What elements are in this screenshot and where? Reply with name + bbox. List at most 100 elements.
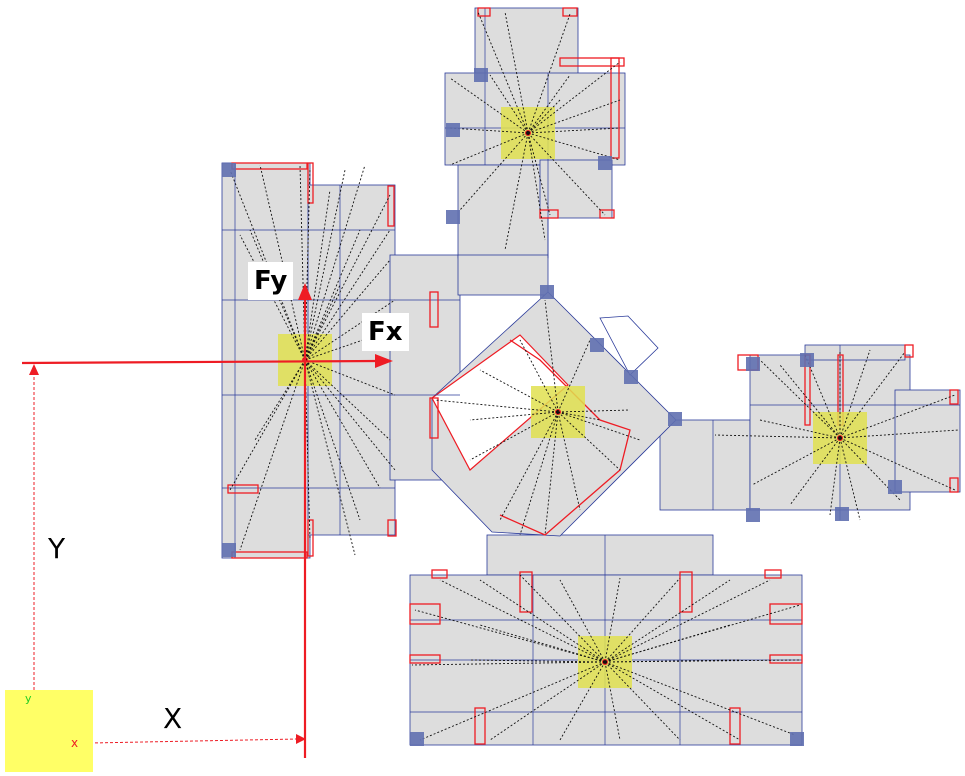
dashed-link <box>434 399 559 413</box>
dashed-link <box>304 284 341 361</box>
dashed-link <box>469 411 559 461</box>
wall-segment <box>769 654 803 664</box>
dashed-link <box>759 359 841 439</box>
support-block <box>410 732 424 746</box>
slab-areas <box>221 7 961 746</box>
dashed-link <box>469 659 606 663</box>
dashed-link <box>229 359 306 491</box>
dashed-link <box>304 194 391 361</box>
dashed-link <box>449 127 529 134</box>
dashed-link <box>477 11 529 134</box>
dashed-link <box>499 411 559 521</box>
opening <box>599 315 659 376</box>
dashed-link <box>557 339 591 413</box>
dashed-link <box>544 299 559 413</box>
support-block <box>790 732 804 746</box>
dashed-link <box>557 411 601 421</box>
dimension-y-label: Y <box>48 532 66 565</box>
wall-segment <box>949 477 959 493</box>
wall-segment <box>769 603 803 625</box>
supports <box>222 68 902 746</box>
dashed-link <box>304 229 391 361</box>
dashed-link <box>239 359 306 551</box>
dashed-link <box>239 234 306 361</box>
dashed-link <box>527 127 621 134</box>
dashed-link <box>604 659 741 663</box>
dashed-link <box>714 434 841 439</box>
wall-segment <box>559 57 625 67</box>
wall-segment <box>431 569 448 579</box>
slab-panel <box>894 389 961 493</box>
slab-panel <box>457 164 549 259</box>
wall-segment <box>519 571 533 613</box>
support-block <box>540 285 554 299</box>
dashed-link <box>604 661 621 741</box>
wall-segment <box>429 397 439 439</box>
wall-segment <box>387 185 395 227</box>
dashed-link <box>519 339 559 413</box>
force-x-label: Fx <box>362 313 409 351</box>
dashed-link <box>479 624 606 663</box>
dashed-link <box>559 579 606 663</box>
dashed-link <box>504 11 529 134</box>
wall-segment <box>679 571 693 613</box>
slab-panel <box>457 254 549 296</box>
dashed-link <box>604 579 771 663</box>
dashed-link <box>304 359 396 396</box>
wall-segment <box>539 209 559 219</box>
force-x-arrow <box>375 354 393 368</box>
slab-panel <box>804 344 906 361</box>
dashed-link <box>469 411 559 421</box>
support-block <box>590 338 604 352</box>
support-block <box>446 210 460 224</box>
wall-segment <box>610 57 620 159</box>
wall-segment <box>429 291 439 328</box>
dashed-link <box>419 661 606 741</box>
dashed-links <box>229 11 959 741</box>
support-block <box>222 543 236 557</box>
support-block <box>474 68 488 82</box>
force-x-line <box>21 359 379 365</box>
support-block <box>888 480 902 494</box>
dashed-link <box>527 132 606 216</box>
dimension-x-line <box>39 738 299 745</box>
dashed-link <box>304 169 346 361</box>
support-block <box>624 370 638 384</box>
dashed-link <box>604 661 741 741</box>
dashed-link <box>519 574 606 663</box>
dashed-link <box>489 661 606 741</box>
dashed-link <box>604 579 731 663</box>
dashed-link <box>557 409 631 413</box>
opening-walls <box>431 334 569 471</box>
slab-panel <box>474 7 579 76</box>
force-y-arrow <box>298 283 312 300</box>
wall-outline <box>499 339 631 536</box>
dashed-link <box>604 661 796 736</box>
support-block <box>446 123 460 137</box>
dashed-link <box>557 411 641 441</box>
wall-segment <box>227 484 259 494</box>
dashed-link <box>304 359 391 441</box>
axis-y-letter: y <box>25 692 32 705</box>
dashed-link <box>304 359 356 556</box>
wall-segment <box>904 344 914 358</box>
dashed-link <box>489 74 529 134</box>
dashed-link <box>519 411 559 536</box>
dashed-link <box>414 609 606 663</box>
support-block <box>746 508 760 522</box>
origin-marker: y x <box>5 690 93 772</box>
dashed-link <box>839 351 906 439</box>
dashed-link <box>439 579 606 663</box>
axis-x-letter: x <box>71 736 79 750</box>
wall-segment <box>409 654 441 664</box>
dashed-link <box>604 577 681 663</box>
dashed-link <box>804 354 841 439</box>
support-block <box>835 507 849 521</box>
dashed-link <box>751 437 841 486</box>
wall-segment <box>764 569 782 579</box>
dashed-link <box>839 437 956 491</box>
dim-y-arrow <box>29 364 39 375</box>
dim-x-arrow <box>296 734 306 744</box>
wall-segment <box>307 162 314 204</box>
dashed-link <box>559 661 606 741</box>
